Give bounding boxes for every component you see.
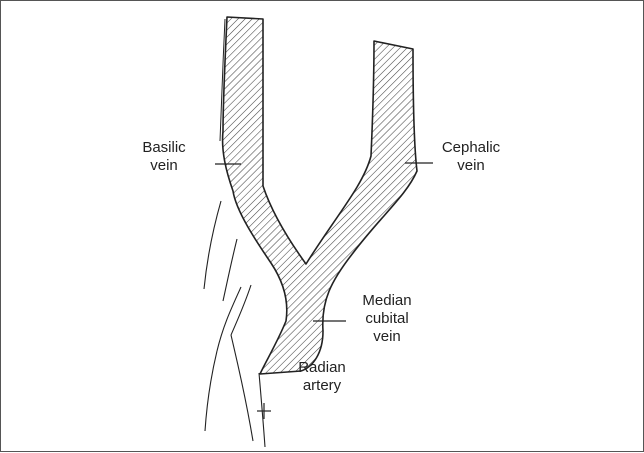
vessel-line-1 xyxy=(204,201,221,289)
basilic-vein-label: Basilic vein xyxy=(129,139,199,175)
vessel-line-2 xyxy=(223,239,237,301)
median-cubital-vein-label: Median cubital vein xyxy=(347,292,427,346)
radian-artery-label: Radian artery xyxy=(287,359,357,395)
vessel-line-5 xyxy=(205,351,217,431)
cephalic-vein-label: Cephalic vein xyxy=(431,139,511,175)
vessel-line-4 xyxy=(231,285,251,335)
radian-artery-left-line xyxy=(231,335,253,441)
